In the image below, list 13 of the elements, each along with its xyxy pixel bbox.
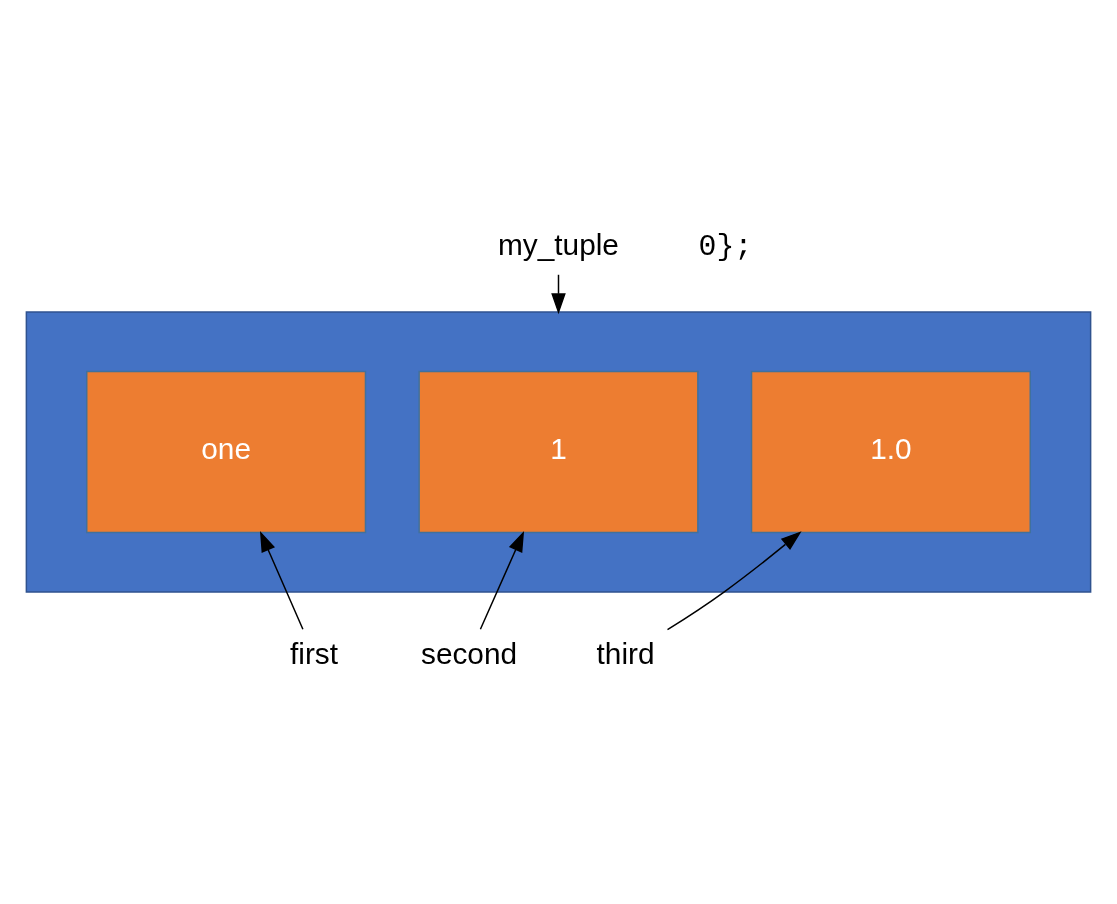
node-box: 1 xyxy=(418,370,699,534)
arrow xyxy=(259,530,304,630)
node-text: third xyxy=(596,636,655,670)
node-box: 1.0 xyxy=(750,370,1031,534)
arrow xyxy=(666,531,802,631)
label: 0}; xyxy=(698,230,753,265)
arrow xyxy=(479,530,525,630)
node-text: first xyxy=(290,636,339,670)
arrow xyxy=(551,274,566,315)
cluster xyxy=(25,311,1092,593)
node-box: one xyxy=(86,370,367,534)
node-text: second xyxy=(421,636,518,670)
node-text: my_tuple xyxy=(498,228,619,262)
